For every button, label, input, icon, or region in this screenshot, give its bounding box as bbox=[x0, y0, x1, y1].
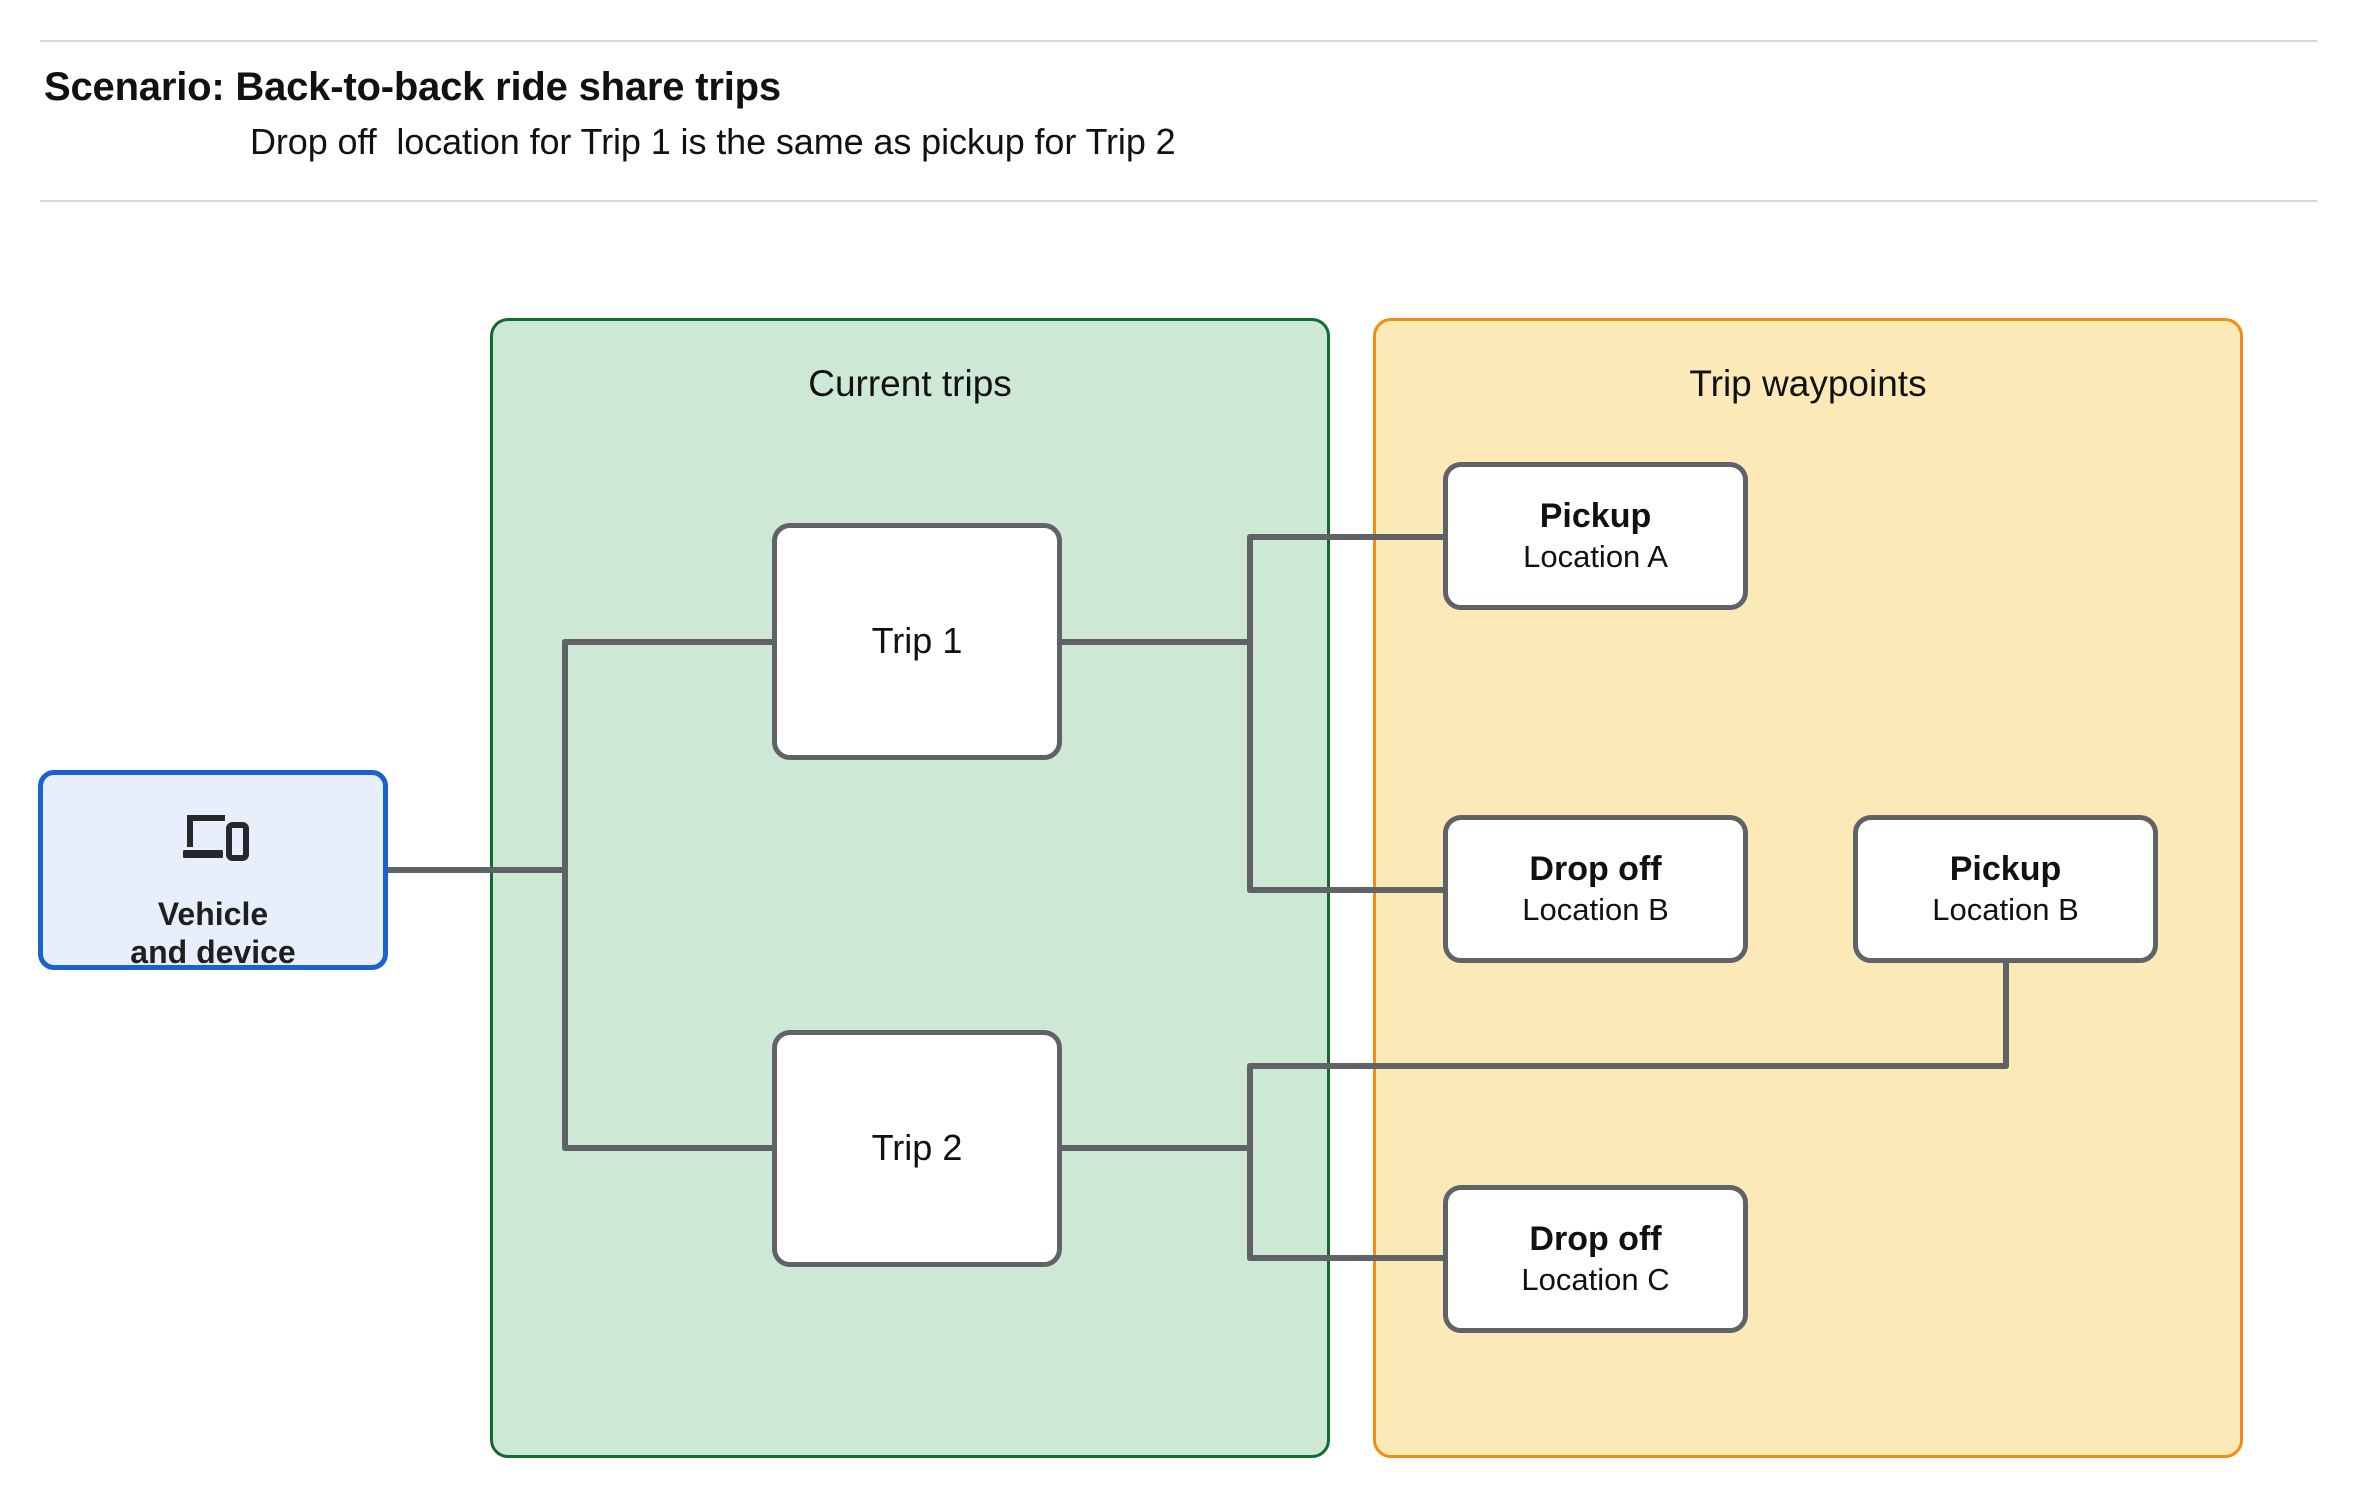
header-divider-bottom bbox=[40, 200, 2317, 202]
node-pickup-location-b[interactable]: Pickup Location B bbox=[1853, 815, 2158, 963]
devices-icon bbox=[177, 809, 249, 865]
vehicle-label-line-1: Vehicle bbox=[157, 896, 269, 932]
waypoint-location: Location C bbox=[1521, 1261, 1670, 1297]
node-trip-1[interactable]: Trip 1 bbox=[772, 523, 1062, 760]
node-dropoff-location-c[interactable]: Drop off Location C bbox=[1443, 1185, 1748, 1333]
waypoint-location: Location B bbox=[1932, 891, 2079, 927]
page-subtitle: Drop off location for Trip 1 is the same… bbox=[250, 121, 1176, 162]
waypoint-location: Location B bbox=[1522, 891, 1669, 927]
waypoint-type: Pickup bbox=[1949, 849, 2062, 888]
waypoint-location: Location A bbox=[1523, 538, 1668, 574]
vehicle-label-line-2: and device bbox=[130, 934, 296, 971]
page-title: Scenario: Back-to-back ride share trips bbox=[44, 65, 781, 109]
node-trip-2-label: Trip 2 bbox=[871, 1127, 963, 1169]
node-trip-2[interactable]: Trip 2 bbox=[772, 1030, 1062, 1267]
header-divider-top bbox=[40, 40, 2317, 42]
waypoint-type: Pickup bbox=[1539, 496, 1652, 535]
waypoint-type: Drop off bbox=[1529, 1219, 1662, 1258]
waypoint-type: Drop off bbox=[1529, 849, 1662, 888]
node-pickup-location-a[interactable]: Pickup Location A bbox=[1443, 462, 1748, 610]
group-current-trips: Current trips bbox=[490, 318, 1330, 1458]
node-dropoff-location-b[interactable]: Drop off Location B bbox=[1443, 815, 1748, 963]
group-trip-waypoints-label: Trip waypoints bbox=[1689, 363, 1927, 404]
node-trip-1-label: Trip 1 bbox=[871, 620, 963, 662]
group-current-trips-label: Current trips bbox=[808, 363, 1012, 404]
